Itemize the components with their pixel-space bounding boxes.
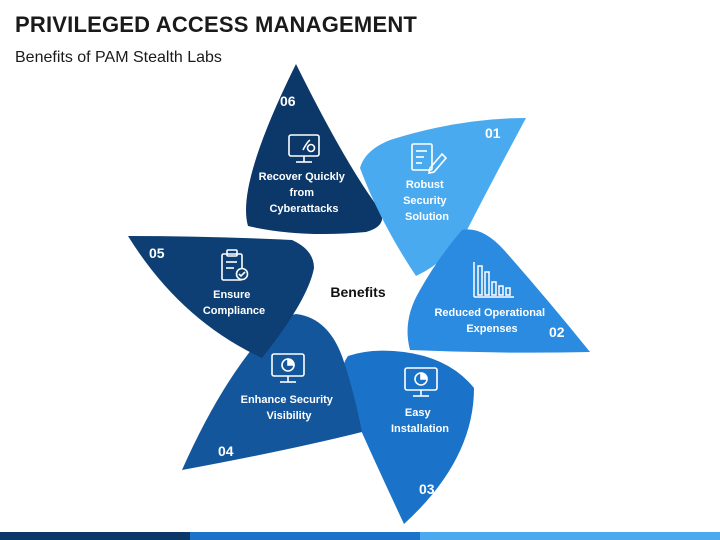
center-label: Benefits bbox=[330, 284, 385, 300]
petal-03-shape bbox=[342, 350, 474, 524]
petal-01-number: 01 bbox=[485, 125, 501, 141]
bottom-bar-dark bbox=[0, 532, 190, 540]
petal-03-label: Easy Installation bbox=[391, 403, 449, 435]
petal-01-shape bbox=[360, 118, 526, 276]
petal-05-label: Ensure Compliance bbox=[203, 285, 265, 317]
monitor-gear-icon bbox=[288, 134, 320, 163]
petal-06: 06 Recover Quickly from Cyberattacks bbox=[246, 64, 383, 234]
petal-03-number: 03 bbox=[419, 481, 435, 497]
document-edit-icon bbox=[411, 143, 448, 175]
petal-02-number: 02 bbox=[549, 324, 565, 340]
petal-04-shape bbox=[182, 314, 362, 470]
petal-02-label: Reduced Operational Expenses bbox=[434, 303, 549, 335]
petal-05-shape bbox=[128, 236, 314, 358]
page-subtitle: Benefits of PAM Stealth Labs bbox=[15, 49, 222, 66]
bar-chart-icon bbox=[473, 262, 514, 298]
page-title: PRIVILEGED ACCESS MANAGEMENT bbox=[15, 12, 418, 37]
petal-04-label: Enhance Security Visibility bbox=[241, 390, 338, 422]
petal-05-number: 05 bbox=[149, 245, 165, 261]
monitor-pie-icon bbox=[271, 353, 305, 383]
clipboard-check-icon bbox=[221, 249, 249, 281]
petal-06-number: 06 bbox=[280, 93, 296, 109]
petal-01-label: Robust Security Solution bbox=[403, 175, 451, 223]
petal-04: Enhance Security Visibility 04 bbox=[182, 314, 362, 470]
petal-05: 05 Ensure Compliance bbox=[128, 236, 314, 358]
bottom-bar-light bbox=[420, 532, 720, 540]
monitor-chart-icon bbox=[404, 367, 438, 397]
petal-06-label: Recover Quickly from Cyberattacks bbox=[259, 167, 350, 215]
petal-04-number: 04 bbox=[218, 443, 234, 459]
petal-02: Reduced Operational Expenses 02 bbox=[407, 229, 590, 353]
petal-03: Easy Installation 03 bbox=[342, 350, 474, 524]
bottom-bar-mid bbox=[190, 532, 420, 540]
petal-01: 01 Robust Security Solution bbox=[360, 118, 526, 276]
